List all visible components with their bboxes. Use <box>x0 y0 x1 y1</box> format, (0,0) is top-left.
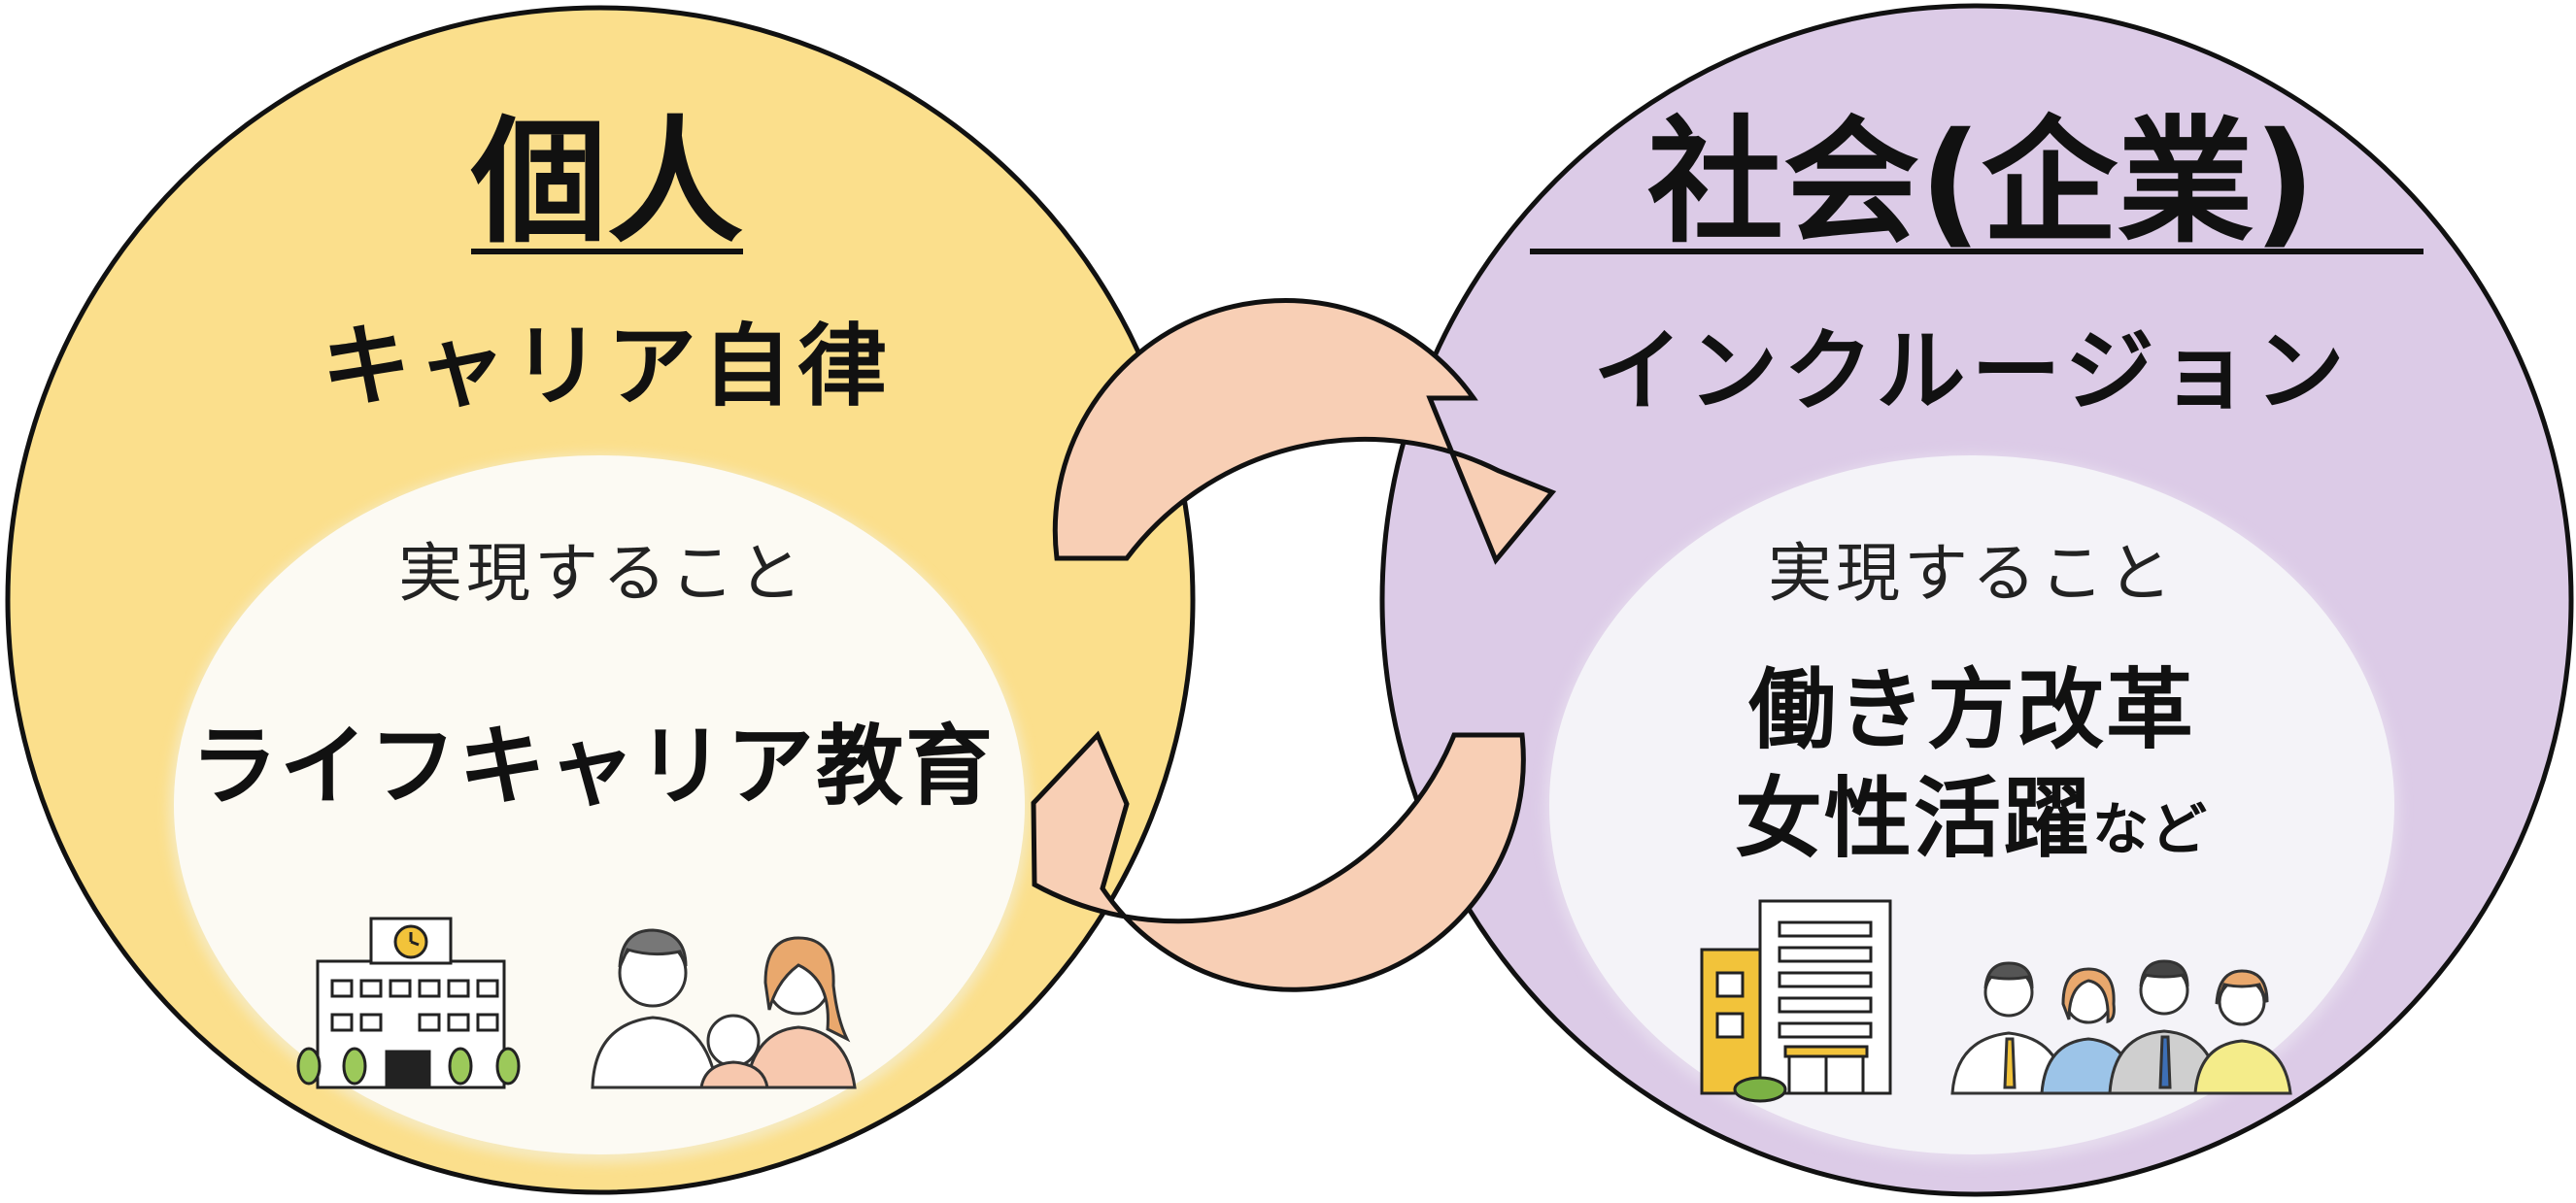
individual-main-text: ライフキャリア教育 <box>190 716 995 818</box>
society-title: 社会(企業) <box>1647 104 2316 262</box>
arrow-individual-to-society <box>1052 298 1557 565</box>
business-people-icon <box>1950 959 2292 1095</box>
society-realize-label: 実現すること <box>1768 536 2176 611</box>
family-icon <box>591 928 857 1089</box>
school-building-icon <box>296 917 521 1089</box>
individual-realize-label: 実現すること <box>398 536 806 611</box>
society-subtitle: インクルージョン <box>1593 319 2351 423</box>
society-main-line2-suffix: など <box>2091 796 2209 862</box>
arrow-society-to-individual <box>1031 730 1526 992</box>
society-main-line2-wrap: 女性活躍など <box>1680 769 2263 870</box>
society-main-line2: 女性活躍 <box>1734 768 2092 870</box>
individual-subtitle: キャリア自律 <box>321 315 893 418</box>
office-building-icon <box>1700 899 1892 1103</box>
society-main-line1: 働き方改革 <box>1748 659 2195 761</box>
individual-title: 個人 <box>470 104 743 262</box>
